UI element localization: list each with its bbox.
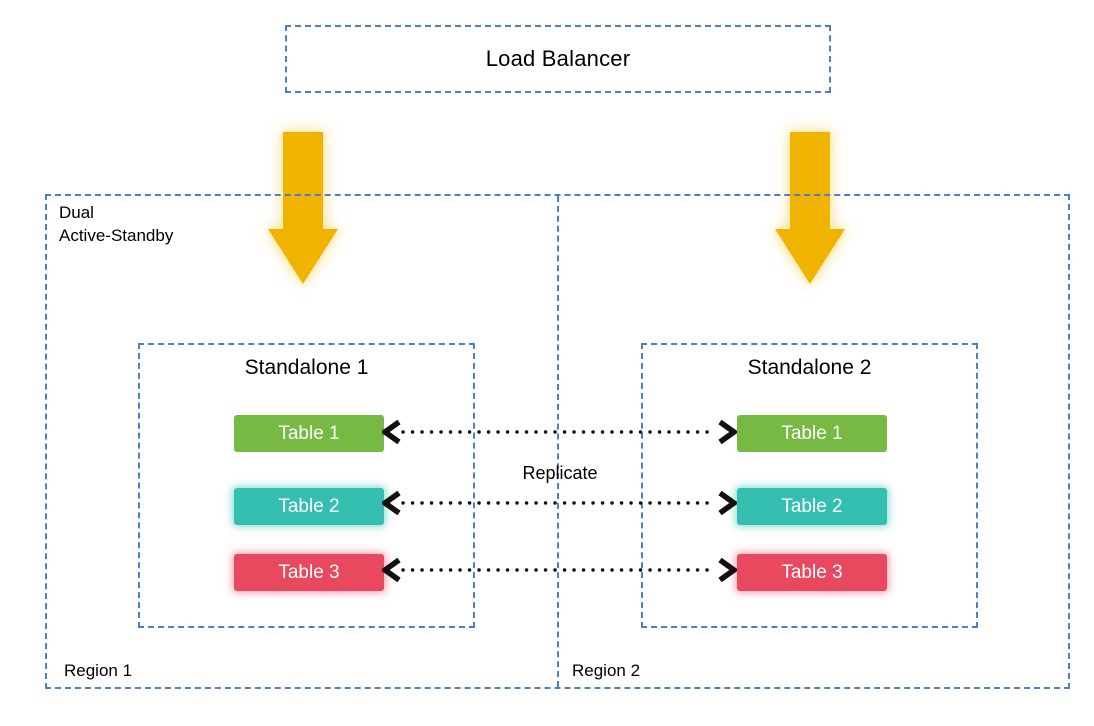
flow-arrow-left <box>265 132 341 285</box>
load-balancer-box: Load Balancer <box>285 25 831 93</box>
replicate-label: Replicate <box>522 463 598 483</box>
standalone-1-box: Standalone 1 Table 1 Table 2 Table 3 <box>138 343 475 628</box>
flow-arrow-right <box>772 132 848 285</box>
dotted-double-arrow-icon <box>380 419 739 445</box>
down-arrow-icon <box>268 132 338 284</box>
standalone-2-box: Standalone 2 Table 1 Table 2 Table 3 <box>641 343 978 628</box>
standalone-1-title: Standalone 1 <box>244 356 369 379</box>
standalone-2-table-3: Table 3 <box>737 554 887 591</box>
region-2-label: Region 2 <box>572 661 641 680</box>
deployment-mode-line1: Dual <box>59 203 94 222</box>
standalone-1-table-2: Table 2 <box>234 488 384 525</box>
region-1-label: Region 1 <box>64 661 133 680</box>
standalone-2-title: Standalone 2 <box>747 356 872 379</box>
replication-arrow-table-2 <box>380 490 739 516</box>
standalone-1-table-1: Table 1 <box>234 415 384 452</box>
load-balancer-label: Load Balancer <box>485 46 631 71</box>
replication-arrow-table-1 <box>380 419 739 445</box>
dotted-double-arrow-icon <box>380 490 739 516</box>
regions-container: Dual Active-Standby Region 1 Region 2 <box>45 194 1070 689</box>
dotted-double-arrow-icon <box>380 557 739 583</box>
deployment-mode-label: Dual Active-Standby <box>59 201 173 247</box>
standalone-2-table-1: Table 1 <box>737 415 887 452</box>
down-arrow-icon <box>775 132 845 284</box>
standalone-2-table-2: Table 2 <box>737 488 887 525</box>
region-divider <box>557 196 559 687</box>
replication-arrow-table-3 <box>380 557 739 583</box>
deployment-mode-line2: Active-Standby <box>59 226 174 245</box>
standalone-1-table-3: Table 3 <box>234 554 384 591</box>
